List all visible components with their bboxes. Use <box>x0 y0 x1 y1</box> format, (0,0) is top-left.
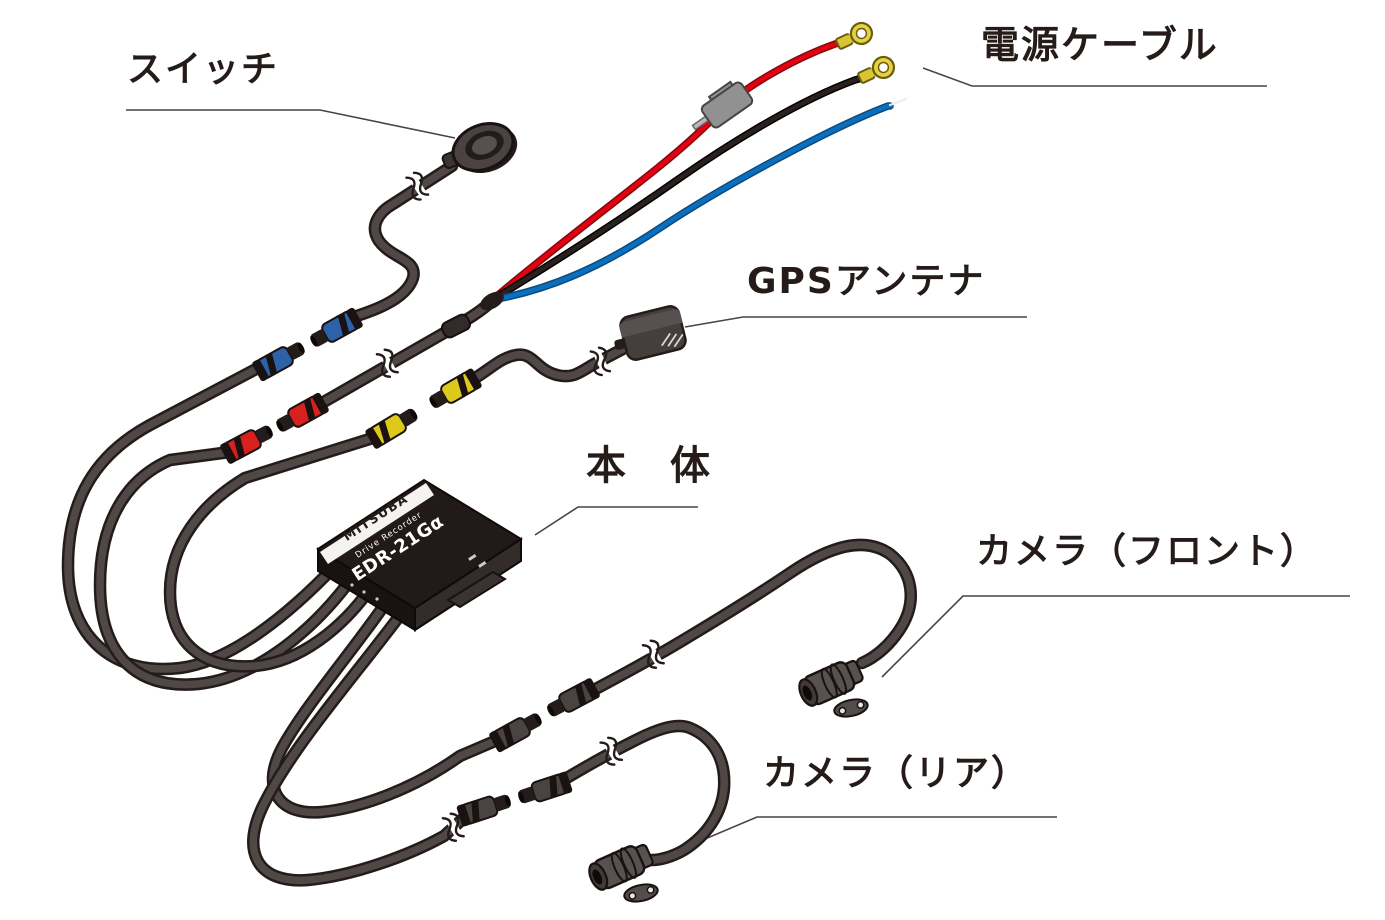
label-gps-antenna: GPSアンテナ <box>747 261 986 302</box>
gps-cable-wavy <box>468 338 640 384</box>
power-wire-blue <box>489 103 893 303</box>
gps-top-face <box>619 309 683 338</box>
connector-red-female <box>276 392 329 432</box>
ring-terminal-black-wire <box>857 55 896 84</box>
camera-rear-cable-arc <box>556 722 728 864</box>
connector-blue-male <box>252 342 305 382</box>
gps-hatch-lines <box>661 333 684 348</box>
connector-gray-rear-female <box>518 771 573 804</box>
camera-rear-bracket <box>623 883 659 903</box>
switch-component <box>441 122 518 174</box>
connector-red-male <box>220 425 273 464</box>
main-unit-sd-door <box>446 570 507 609</box>
label-camera-front: カメラ（フロント） <box>976 531 1319 572</box>
ring-terminal-red-wire <box>835 21 874 50</box>
switch-leader-line <box>126 109 456 139</box>
label-power-cable: 電源ケーブル <box>981 23 1219 67</box>
power-cable-leader-line <box>922 67 1267 87</box>
inline-connectors <box>220 307 600 827</box>
gps-cable-loop <box>166 433 380 671</box>
connector-yellow-male <box>365 408 418 449</box>
connector-yellow-female <box>429 368 482 408</box>
switch-button <box>472 136 497 155</box>
break-mark <box>641 639 665 669</box>
camera-rear-component <box>588 843 654 891</box>
connector-blue-female <box>310 307 363 347</box>
switch-cable-loop <box>64 364 338 673</box>
main-unit-markings <box>350 553 487 601</box>
main-unit-label-band <box>320 483 434 564</box>
power-wires <box>440 36 908 339</box>
connector-gray-front-male <box>489 713 542 753</box>
main-unit-component: MITSUBA Drive Recorder EDR-21Gα <box>316 478 523 632</box>
camera-front-leader-line <box>881 595 1350 678</box>
camera-front-cable-arc <box>586 541 915 696</box>
gps-antenna-component <box>614 305 687 361</box>
break-mark <box>589 346 612 377</box>
label-main-unit: 本 体 <box>586 443 712 489</box>
connector-gray-rear-male <box>456 794 511 827</box>
power-cable-ferrule <box>440 313 472 339</box>
break-mark <box>405 171 430 201</box>
power-wire-blue-bare-tip <box>888 97 908 107</box>
wire-junction-wrap <box>480 291 504 311</box>
power-cable-loop <box>96 448 356 689</box>
camera-rear-cable-loop <box>249 606 470 885</box>
camera-front-component <box>798 659 864 707</box>
camera-front-cable-loop <box>269 596 499 817</box>
power-wire-red <box>489 37 853 303</box>
camera-rear-leader-line <box>659 816 1057 859</box>
power-wire-black <box>489 75 865 303</box>
cable-break-marks <box>375 171 665 842</box>
main-unit-top-face <box>316 478 523 610</box>
switch-cable-upper <box>336 162 456 325</box>
connector-gray-front-female <box>547 678 600 717</box>
main-unit-leader-line <box>534 506 698 536</box>
fuse-holder <box>691 80 754 131</box>
camera-front-bracket <box>833 698 869 718</box>
break-mark <box>441 812 465 842</box>
gps-antenna-leader-line <box>684 316 1027 328</box>
label-switch: スイッチ <box>127 49 280 90</box>
break-mark <box>599 736 624 766</box>
label-camera-rear: カメラ（リア） <box>763 753 1030 794</box>
break-mark <box>375 348 399 378</box>
